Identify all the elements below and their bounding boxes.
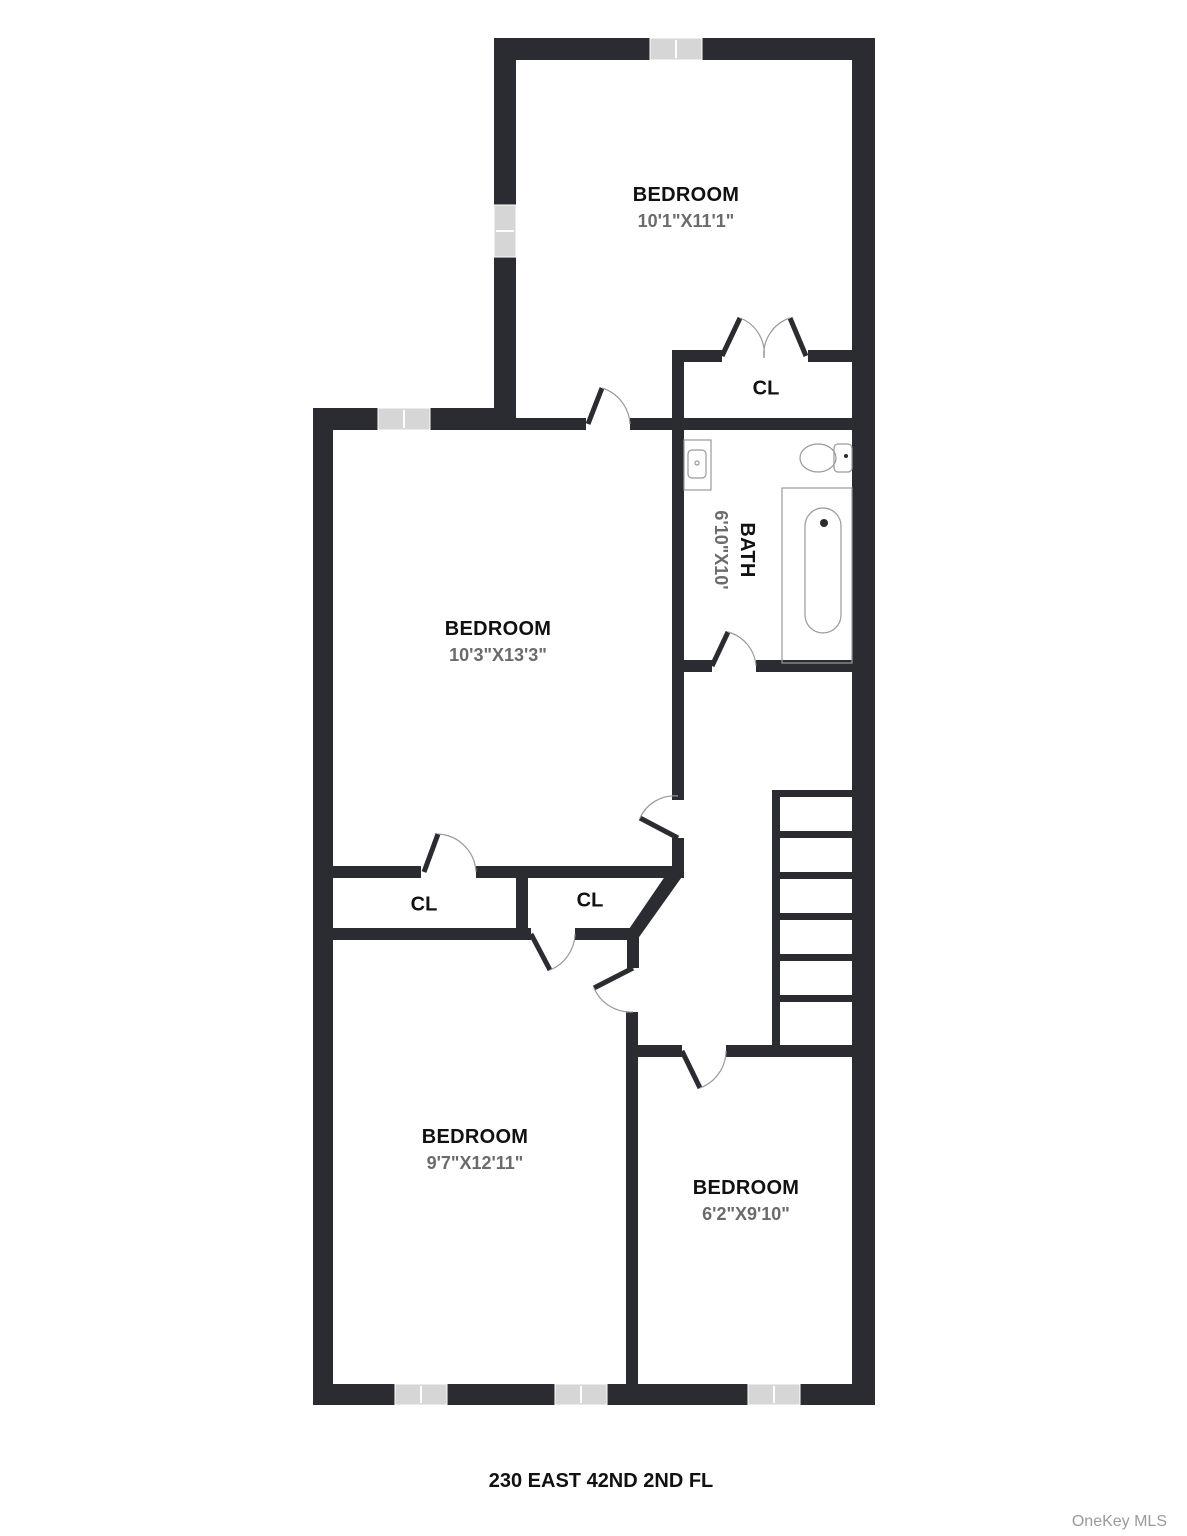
window-mullions (403, 40, 775, 1403)
bath-fixtures (683, 439, 853, 664)
stair-step-4 (772, 913, 854, 920)
closet-label-upper: CL (752, 377, 780, 400)
wall-bath-bottom-a (672, 660, 712, 672)
wall-left-outer (313, 408, 333, 1405)
wall-small-bed-top-a (638, 1045, 682, 1057)
stair-step-6 (772, 995, 854, 1002)
door-closet-right (787, 317, 809, 357)
door-bath (709, 630, 731, 668)
door-middle-bedroom (638, 815, 680, 841)
room-bedroom-lower-right: BEDROOM 6'2"X9'10" (693, 1177, 800, 1225)
room-dimensions: 6'2"X9'10" (702, 1204, 790, 1224)
door-lower-bedroom (592, 965, 635, 991)
toilet-icon (799, 443, 837, 473)
door-small-bedroom (679, 1049, 703, 1090)
room-name: BATH (736, 522, 758, 578)
wall-bath-left (672, 430, 684, 800)
wall-upper-bottom-left (516, 418, 586, 430)
door-closet-left (719, 316, 743, 358)
room-name: BEDROOM (444, 618, 552, 640)
wall-bath-bottom-b (756, 660, 854, 672)
closet-label-right: CL (576, 889, 604, 912)
room-name: BEDROOM (421, 1126, 529, 1148)
room-bedroom-upper: BEDROOM 10'1"X11'1" (633, 184, 740, 232)
wall-closets-bottom-a (333, 928, 531, 940)
wall-closets-bottom-b (575, 928, 637, 940)
wall-mid-bottom-b (476, 866, 684, 878)
room-dimensions: 6'10"X10' (711, 510, 731, 590)
wall-mid-bottom-a (333, 866, 421, 878)
wall-closet-divider (516, 878, 528, 930)
room-dimensions: 10'1"X11'1" (637, 211, 735, 231)
plan-title: 230 EAST 42ND 2ND FL (488, 1470, 714, 1492)
door-upper-bedroom (585, 387, 605, 425)
stair-step-3 (772, 872, 854, 879)
toilet-handle-icon (844, 454, 848, 458)
stair-step-5 (772, 954, 854, 961)
watermark: OneKey MLS (1071, 1513, 1167, 1530)
wall-closet-top-a (672, 350, 722, 362)
room-bedroom-lower-left: BEDROOM 9'7"X12'11" (422, 1126, 529, 1174)
wall-diagonal-closet (627, 866, 684, 940)
sink-basin (687, 449, 707, 479)
room-dimensions: 10'3"X13'3" (449, 645, 547, 665)
toilet-tank (833, 443, 853, 473)
wall-closet-top-b (808, 350, 854, 362)
room-dimensions: 9'7"X12'11" (426, 1153, 524, 1173)
room-bath: BATH 6'10"X10' (710, 510, 758, 589)
wall-upper-bottom-right (630, 418, 682, 430)
sink-icon (683, 439, 712, 491)
room-name: BEDROOM (692, 1177, 800, 1199)
stair-step-2 (772, 831, 854, 838)
room-bedroom-middle: BEDROOM 10'3"X13'3" (445, 618, 552, 666)
door-closet-b (528, 932, 553, 972)
wall-closet-top-left (672, 350, 684, 430)
wall-hall-lower-a (627, 932, 639, 968)
bathtub-basin (804, 507, 842, 634)
wall-small-bed-top-b (726, 1045, 854, 1057)
door-closet-a (421, 833, 441, 873)
wall-right-outer (852, 38, 875, 1405)
sink-drain-icon (694, 460, 700, 466)
wall-lower-divider (626, 1012, 638, 1392)
wall-closet-bottom (672, 418, 854, 430)
doors (421, 316, 809, 1090)
bathtub-icon (781, 487, 853, 664)
stair-step-1 (772, 790, 854, 797)
tub-drain-icon (820, 519, 828, 527)
closet-label-left: CL (410, 893, 438, 916)
room-name: BEDROOM (632, 184, 740, 206)
